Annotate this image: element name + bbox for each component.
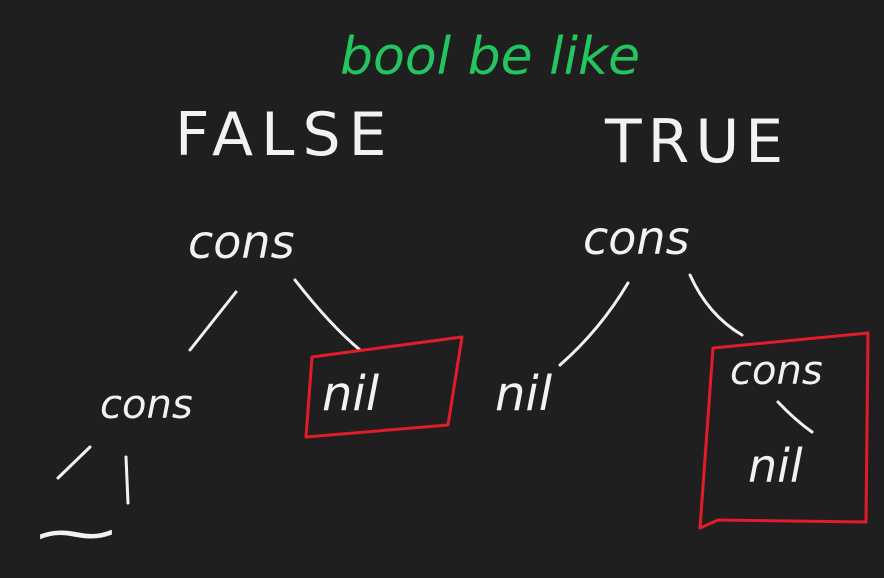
false-left-subtree-edge-2 — [124, 455, 130, 505]
true-left-edge — [558, 281, 630, 367]
true-right-child-node: cons — [730, 348, 823, 394]
true-inner-edge — [776, 400, 814, 434]
false-root-node: cons — [188, 215, 295, 269]
true-tree: TRUE cons nil cons nil — [495, 107, 870, 530]
caption-text: bool be like — [340, 27, 640, 87]
true-root-node: cons — [583, 211, 690, 265]
true-right-edge — [688, 273, 744, 337]
true-right-grandchild-node: nil — [748, 439, 803, 493]
true-heading: TRUE — [604, 107, 789, 177]
false-left-child-node: cons — [100, 382, 193, 428]
true-left-child-node: nil — [495, 366, 553, 422]
false-right-child-node: nil — [322, 366, 380, 422]
false-heading: FALSE — [175, 100, 394, 170]
false-right-edge — [293, 278, 362, 352]
true-highlight-box — [698, 331, 870, 530]
false-left-edge — [188, 290, 238, 352]
false-tree: FALSE cons cons ~ nil — [28, 100, 464, 566]
false-highlight-box — [304, 335, 464, 439]
false-left-subtree-label: ~ — [28, 501, 124, 566]
false-left-subtree-edge-1 — [56, 445, 92, 480]
